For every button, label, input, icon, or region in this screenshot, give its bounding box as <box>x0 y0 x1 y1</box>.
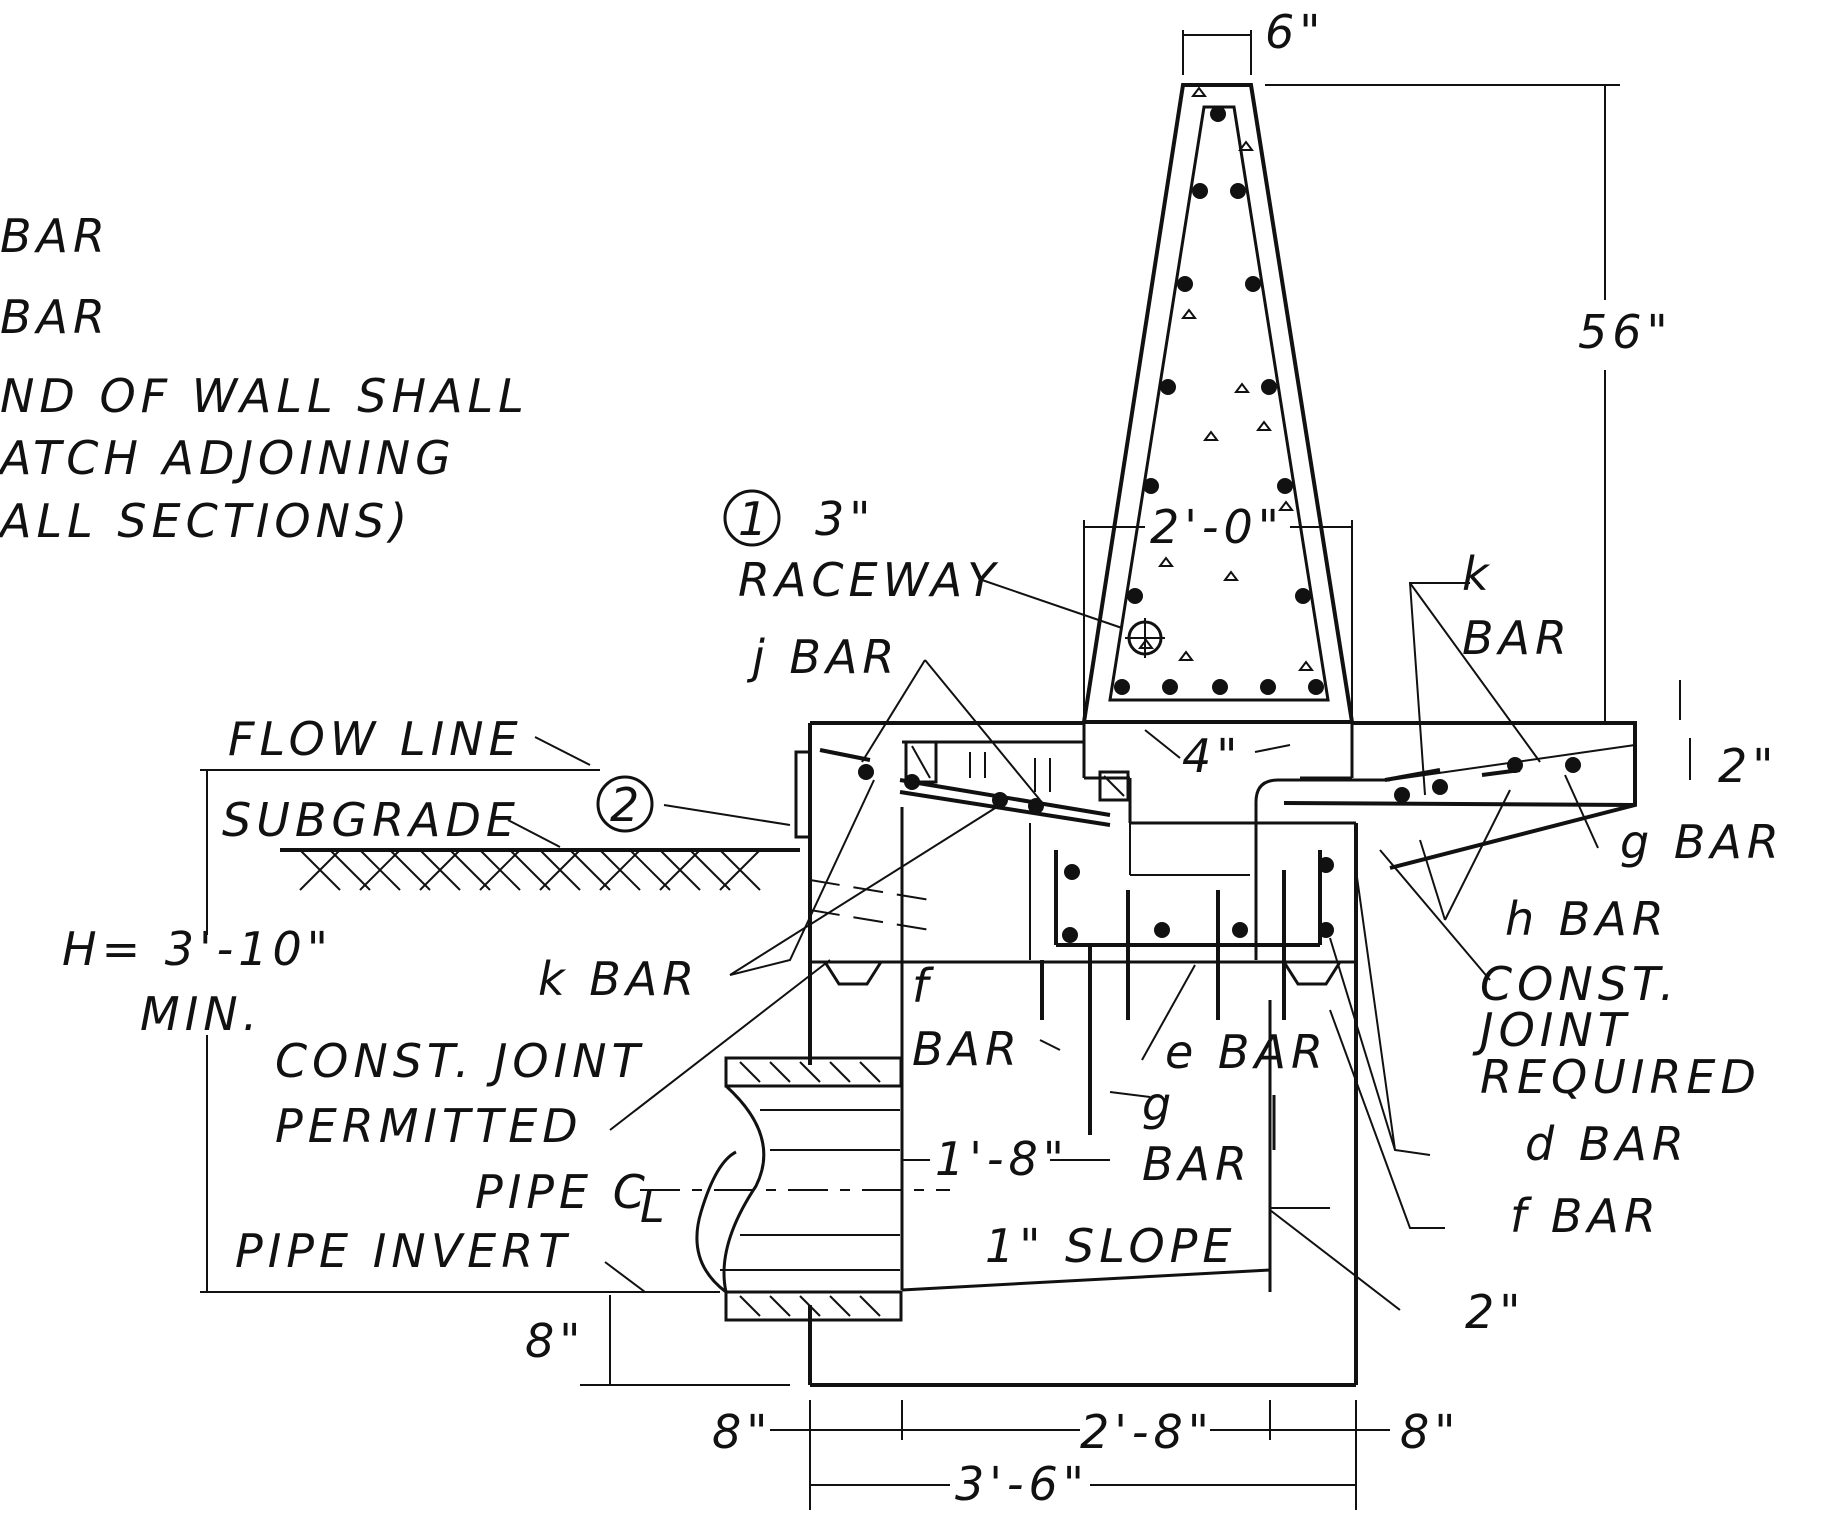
height-min-label: MIN. <box>140 987 262 1041</box>
subgrade-label: SUBGRADE <box>222 793 520 847</box>
dim-inner-1-8: 1'-8" <box>935 1132 1069 1186</box>
note-line-3: ND OF WALL SHALL <box>0 369 529 423</box>
leader-lines <box>507 579 1599 1293</box>
dim-slab-2: 2" <box>1718 739 1778 793</box>
k-bar-right-label-2: BAR <box>1462 611 1572 665</box>
slab-rebar <box>819 748 1581 827</box>
trench-rebar <box>1040 850 1334 1150</box>
note-line-5: ALL SECTIONS) <box>0 494 412 548</box>
raceway-label: RACEWAY <box>738 553 1000 607</box>
dim-left-8: 8" <box>712 1405 772 1459</box>
dim-bottom-8: 8" <box>525 1314 585 1368</box>
callout-circle-2 <box>596 775 654 833</box>
trench-box <box>808 723 1358 1387</box>
pipe-centerline-label: PIPE C <box>475 1165 650 1219</box>
f-bar-left-label-1: f <box>912 959 934 1013</box>
subgrade-hatch <box>280 848 800 891</box>
raceway-size: 3" <box>815 492 875 546</box>
dim-total-3-6: 3'-6" <box>955 1457 1089 1511</box>
h-bar-label: h BAR <box>1505 892 1669 946</box>
raceway-conduit <box>1125 618 1165 658</box>
g-bar-mid-label-2: BAR <box>1142 1137 1252 1191</box>
slope-label: 1" SLOPE <box>985 1219 1236 1273</box>
const-joint-required-1: CONST. <box>1480 957 1679 1011</box>
f-bar-right-label: f BAR <box>1510 1189 1661 1243</box>
pipe-invert-label: PIPE INVERT <box>235 1224 571 1278</box>
note-line-1: BAR <box>0 209 110 263</box>
pipe-centerline-sub: L <box>640 1182 669 1233</box>
dim-top-width: 6" <box>1265 5 1325 59</box>
k-bar-right-label-1: k <box>1462 547 1494 601</box>
dim-wall-height: 56" <box>1578 305 1673 359</box>
dim-offset-4: 4" <box>1182 729 1242 783</box>
k-bar-left-label: k BAR <box>538 952 699 1006</box>
e-bar-label: e BAR <box>1165 1025 1328 1079</box>
keyway-notches <box>823 961 1342 986</box>
const-joint-permitted-2: PERMITTED <box>275 1099 583 1153</box>
const-joint-required-2: JOINT <box>1472 1003 1631 1057</box>
flow-line-label: FLOW LINE <box>228 712 523 766</box>
height-label: H= 3'-10" <box>62 922 333 976</box>
barrier-parapet <box>1081 83 1355 724</box>
dim-base-width: 2'-0" <box>1150 500 1284 554</box>
note-line-2: BAR <box>0 290 110 344</box>
callout-2-number: 2 <box>610 778 644 832</box>
drain-pipe <box>640 1056 950 1322</box>
callout-1-number: 1 <box>738 492 772 546</box>
dimension-lines <box>200 30 1691 1510</box>
note-line-4: ATCH ADJOINING <box>0 431 456 485</box>
dim-cover-2: 2" <box>1465 1285 1525 1339</box>
dim-mid-2-8: 2'-8" <box>1080 1405 1214 1459</box>
g-bar-mid-label-1: g <box>1142 1077 1176 1131</box>
concrete-stipple <box>1138 86 1314 671</box>
f-bar-left-label-2: BAR <box>912 1022 1022 1076</box>
const-joint-required-3: REQUIRED <box>1480 1050 1761 1104</box>
side-wall <box>794 750 931 931</box>
dim-right-8: 8" <box>1400 1405 1460 1459</box>
const-joint-permitted-1: CONST. JOINT <box>275 1034 645 1088</box>
g-bar-right-label: g BAR <box>1620 815 1784 869</box>
d-bar-label: d BAR <box>1525 1117 1689 1171</box>
parapet-rebar <box>1114 106 1324 695</box>
callout-circle-1 <box>723 489 781 547</box>
j-bar-label: j BAR <box>746 630 899 684</box>
